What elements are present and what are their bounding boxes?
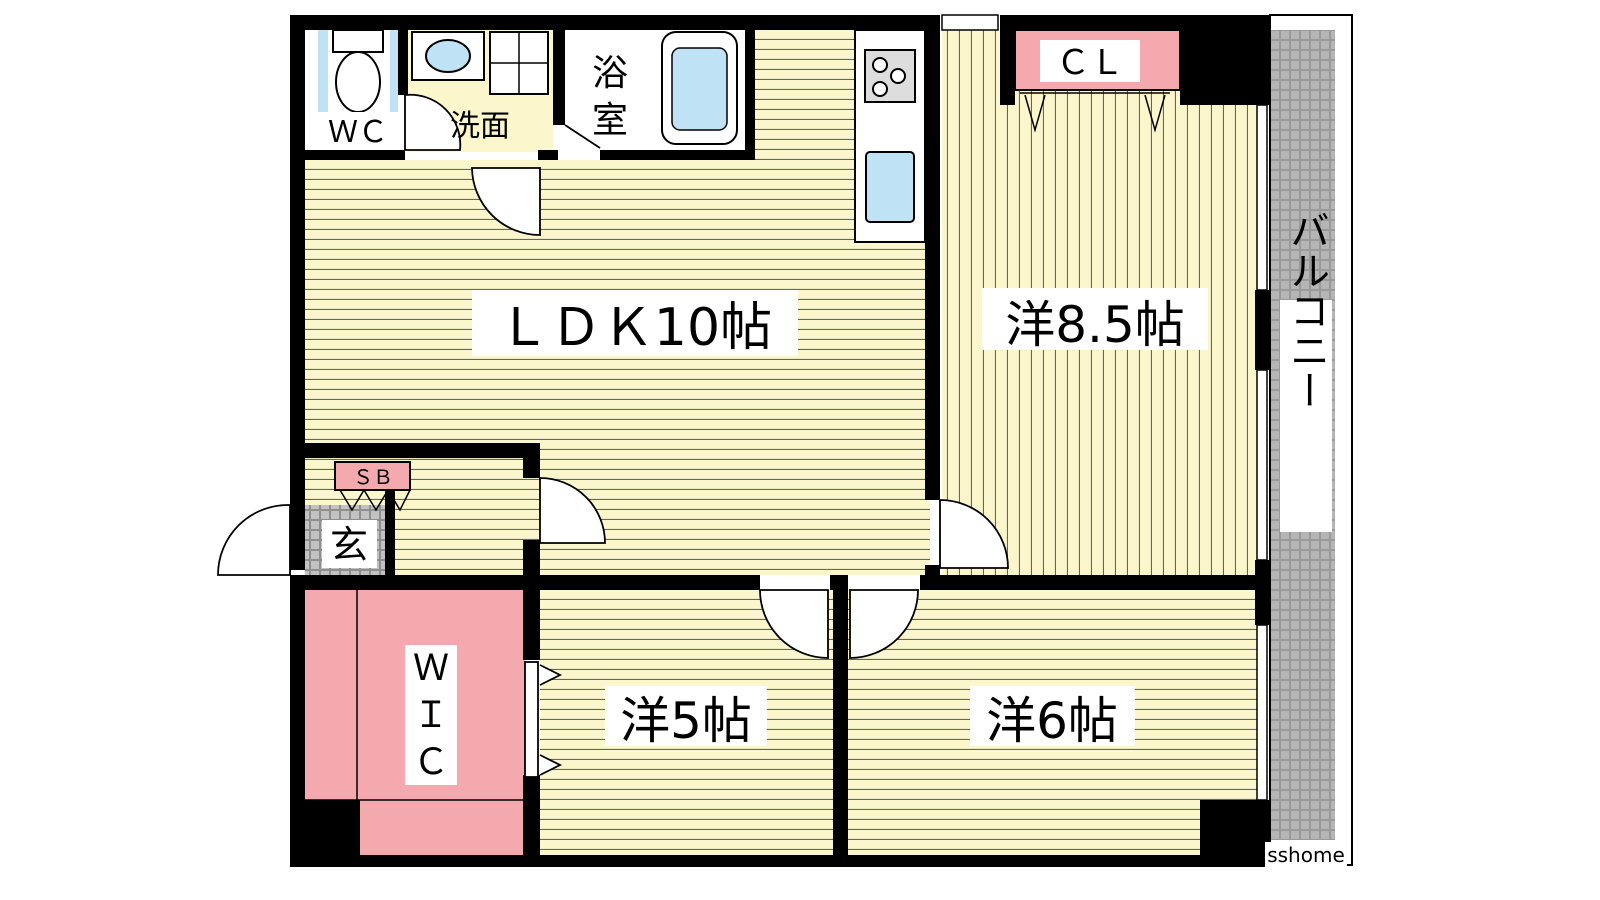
- label-wic-3: Ｃ: [413, 742, 449, 783]
- bathtub-water: [671, 47, 728, 131]
- label-closet: ＣＬ: [1056, 43, 1124, 83]
- label-wic-2: Ｉ: [413, 695, 449, 736]
- toilet-tank: [332, 29, 384, 53]
- burner-1: [872, 57, 888, 73]
- label-bedroom-right: 洋6帖: [986, 692, 1118, 750]
- kitchen-sink: [865, 151, 915, 223]
- doors: [217, 93, 1009, 778]
- label-bath-1: 浴: [592, 53, 628, 94]
- label-wic-1: Ｗ: [413, 648, 449, 689]
- label-bedroom-center: 洋5帖: [620, 692, 752, 750]
- sink-basin: [425, 39, 471, 73]
- burner-2: [890, 68, 906, 84]
- windows: [941, 14, 1268, 801]
- watermark: sshome: [1267, 843, 1345, 867]
- label-entrance: 玄: [330, 523, 368, 567]
- label-balcony: バルコニー: [1283, 210, 1329, 410]
- label-bedroom-east: 洋8.5帖: [1005, 296, 1185, 354]
- label-bath-2: 室: [592, 100, 628, 141]
- label-wc: ＷＣ: [328, 115, 388, 150]
- shoe-box: [334, 461, 411, 491]
- walls: [290, 15, 1270, 867]
- label-shoe-box: ＳＢ: [353, 465, 393, 489]
- label-washroom: 洗面: [450, 109, 510, 144]
- burner-3: [872, 81, 888, 97]
- label-ldk: ＬＤＫ10帖: [498, 298, 772, 358]
- toilet-bowl: [335, 51, 381, 113]
